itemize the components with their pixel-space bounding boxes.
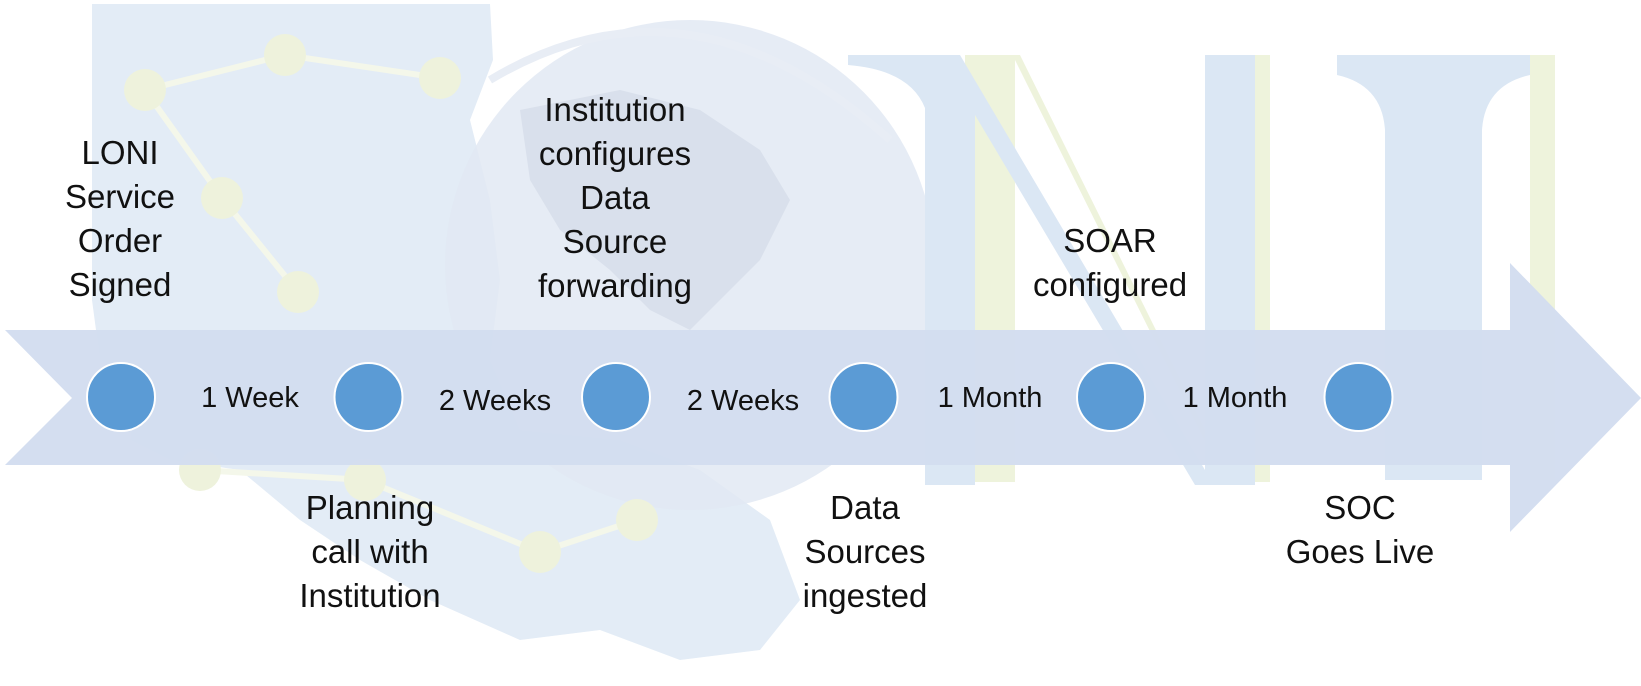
timeline-arrow xyxy=(5,263,1641,532)
milestone-node xyxy=(581,362,651,432)
watermark-network-dots xyxy=(124,34,658,573)
duration-label: 2 Weeks xyxy=(686,385,800,417)
milestone-label: LONI Service Order Signed xyxy=(64,134,176,303)
watermark-text: NI xyxy=(1200,0,1202,1)
milestone-label: SOC Goes Live xyxy=(1285,489,1435,570)
milestone-label: Institution configures Data Source forwa… xyxy=(537,91,693,304)
watermark-globe-continent xyxy=(520,90,790,330)
duration-label: 2 Weeks xyxy=(438,385,552,417)
watermark-globe-arc xyxy=(487,28,893,143)
milestone-nodes xyxy=(86,362,1394,432)
milestone-label: SOAR configured xyxy=(1032,222,1188,303)
milestone-label: Planning call with Institution xyxy=(299,489,441,614)
milestone-node xyxy=(1323,362,1394,432)
milestone-node xyxy=(333,362,404,432)
duration-label: 1 Week xyxy=(201,382,299,414)
milestone-label: Data Sources ingested xyxy=(802,489,928,614)
milestone-node xyxy=(828,362,899,432)
milestone-node xyxy=(1076,362,1146,432)
milestone-node xyxy=(86,362,156,432)
duration-label: 1 Month xyxy=(937,382,1043,414)
duration-label: 1 Month xyxy=(1182,382,1288,414)
